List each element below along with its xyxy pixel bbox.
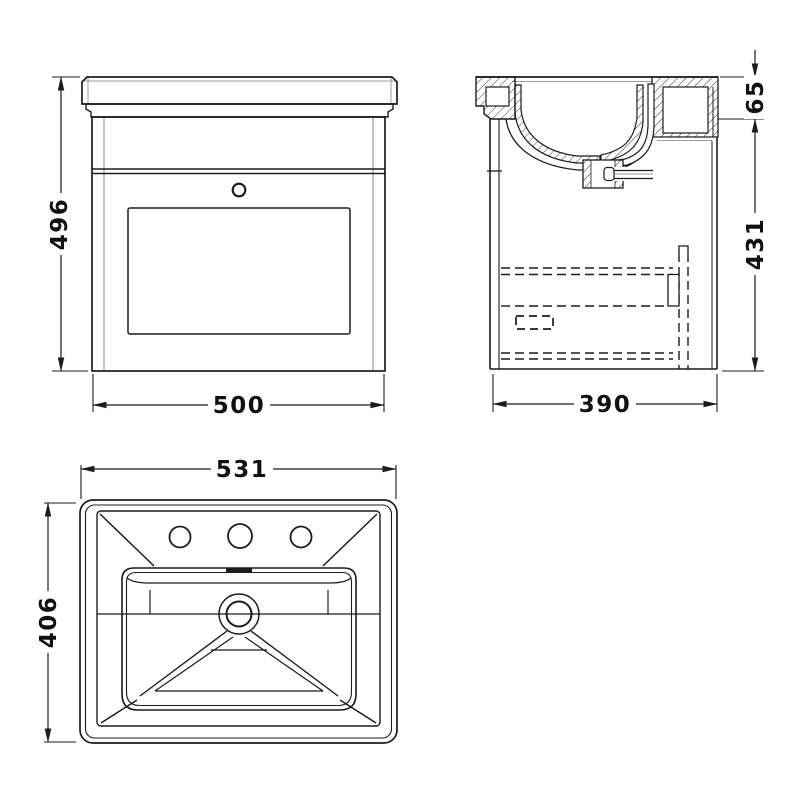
side-waste-outlet bbox=[582, 159, 655, 189]
plan-basin-outline bbox=[79, 499, 398, 744]
side-hidden-handle bbox=[515, 315, 554, 330]
plan-depth-dimension: 406 bbox=[36, 502, 76, 743]
plan-tap-hole-right bbox=[289, 525, 313, 549]
front-width-label: 500 bbox=[213, 393, 266, 419]
side-depth-dimension: 390 bbox=[492, 374, 718, 418]
plan-drain-hole bbox=[225, 600, 253, 628]
front-height-label: 496 bbox=[47, 198, 73, 251]
plan-depth-label: 406 bbox=[36, 596, 62, 649]
side-basin-height-label: 65 bbox=[743, 79, 769, 114]
plan-drain-ring bbox=[218, 593, 260, 635]
side-bowl-wall bbox=[514, 84, 601, 164]
front-cabinet-outline bbox=[91, 116, 386, 372]
plan-bowl bbox=[97, 567, 380, 711]
front-countertop bbox=[81, 76, 398, 105]
side-section-view: 65 431 390 bbox=[475, 50, 769, 418]
front-drawer-panel bbox=[127, 207, 351, 335]
front-view: 496 500 bbox=[47, 76, 398, 419]
front-width-dimension: 500 bbox=[92, 374, 385, 419]
side-depth-label: 390 bbox=[579, 392, 632, 418]
plan-tap-hole-left bbox=[168, 525, 192, 549]
plan-tap-hole-center bbox=[227, 523, 253, 549]
side-basin-height-dimension: 65 bbox=[718, 50, 769, 120]
side-cabinet-height-label: 431 bbox=[743, 218, 769, 271]
front-height-dimension: 496 bbox=[47, 76, 88, 372]
side-cabinet-height-dimension: 431 bbox=[722, 118, 769, 372]
plan-view: 531 406 bbox=[36, 457, 398, 744]
front-moulding bbox=[85, 103, 394, 118]
front-drawer-knob bbox=[231, 182, 247, 198]
plan-deck-edge bbox=[96, 510, 381, 727]
plan-width-dimension: 531 bbox=[80, 457, 397, 499]
side-hidden-drawer-lines bbox=[501, 245, 689, 369]
plan-width-label: 531 bbox=[216, 457, 269, 483]
